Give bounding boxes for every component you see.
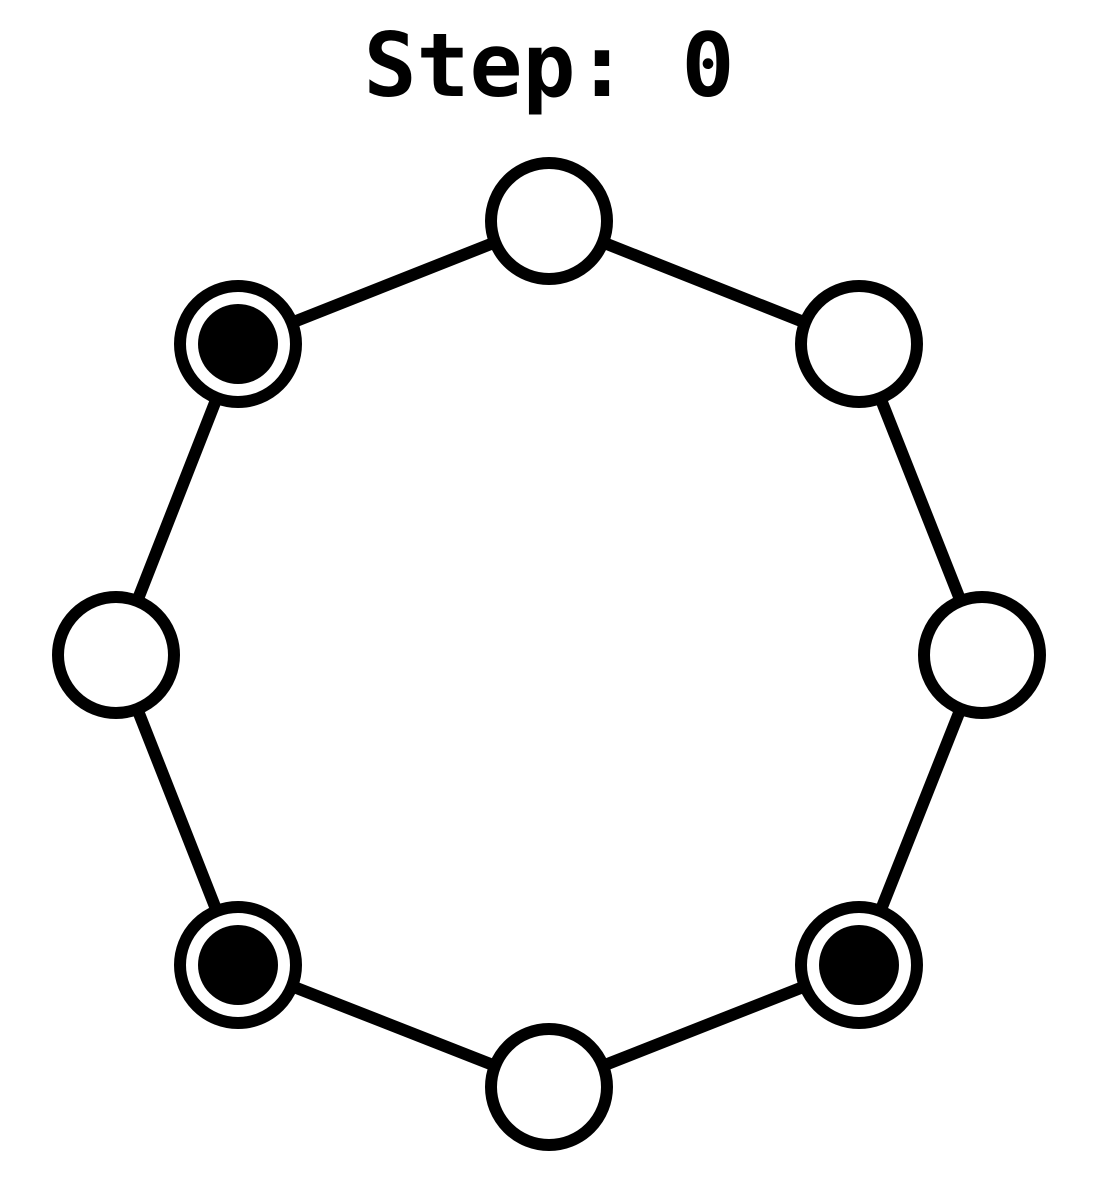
ring-node[interactable]	[485, 1023, 613, 1151]
ring-node[interactable]	[795, 280, 923, 408]
node-circle[interactable]	[918, 591, 1046, 719]
ring-node[interactable]	[485, 157, 613, 285]
ring-node[interactable]	[174, 901, 302, 1029]
step-value: 0	[681, 14, 735, 117]
token-piece[interactable]	[819, 925, 899, 1005]
node-circle[interactable]	[485, 157, 613, 285]
ring-node[interactable]	[795, 901, 923, 1029]
ring-nodes	[52, 157, 1046, 1151]
ring-node[interactable]	[52, 591, 180, 719]
step-label: Step:	[363, 14, 629, 117]
ring-node[interactable]	[174, 280, 302, 408]
node-circle[interactable]	[52, 591, 180, 719]
token-piece[interactable]	[198, 925, 278, 1005]
step-counter: Step: 0	[0, 18, 1098, 114]
node-circle[interactable]	[795, 280, 923, 408]
token-piece[interactable]	[198, 304, 278, 384]
node-circle[interactable]	[485, 1023, 613, 1151]
ring-node[interactable]	[918, 591, 1046, 719]
